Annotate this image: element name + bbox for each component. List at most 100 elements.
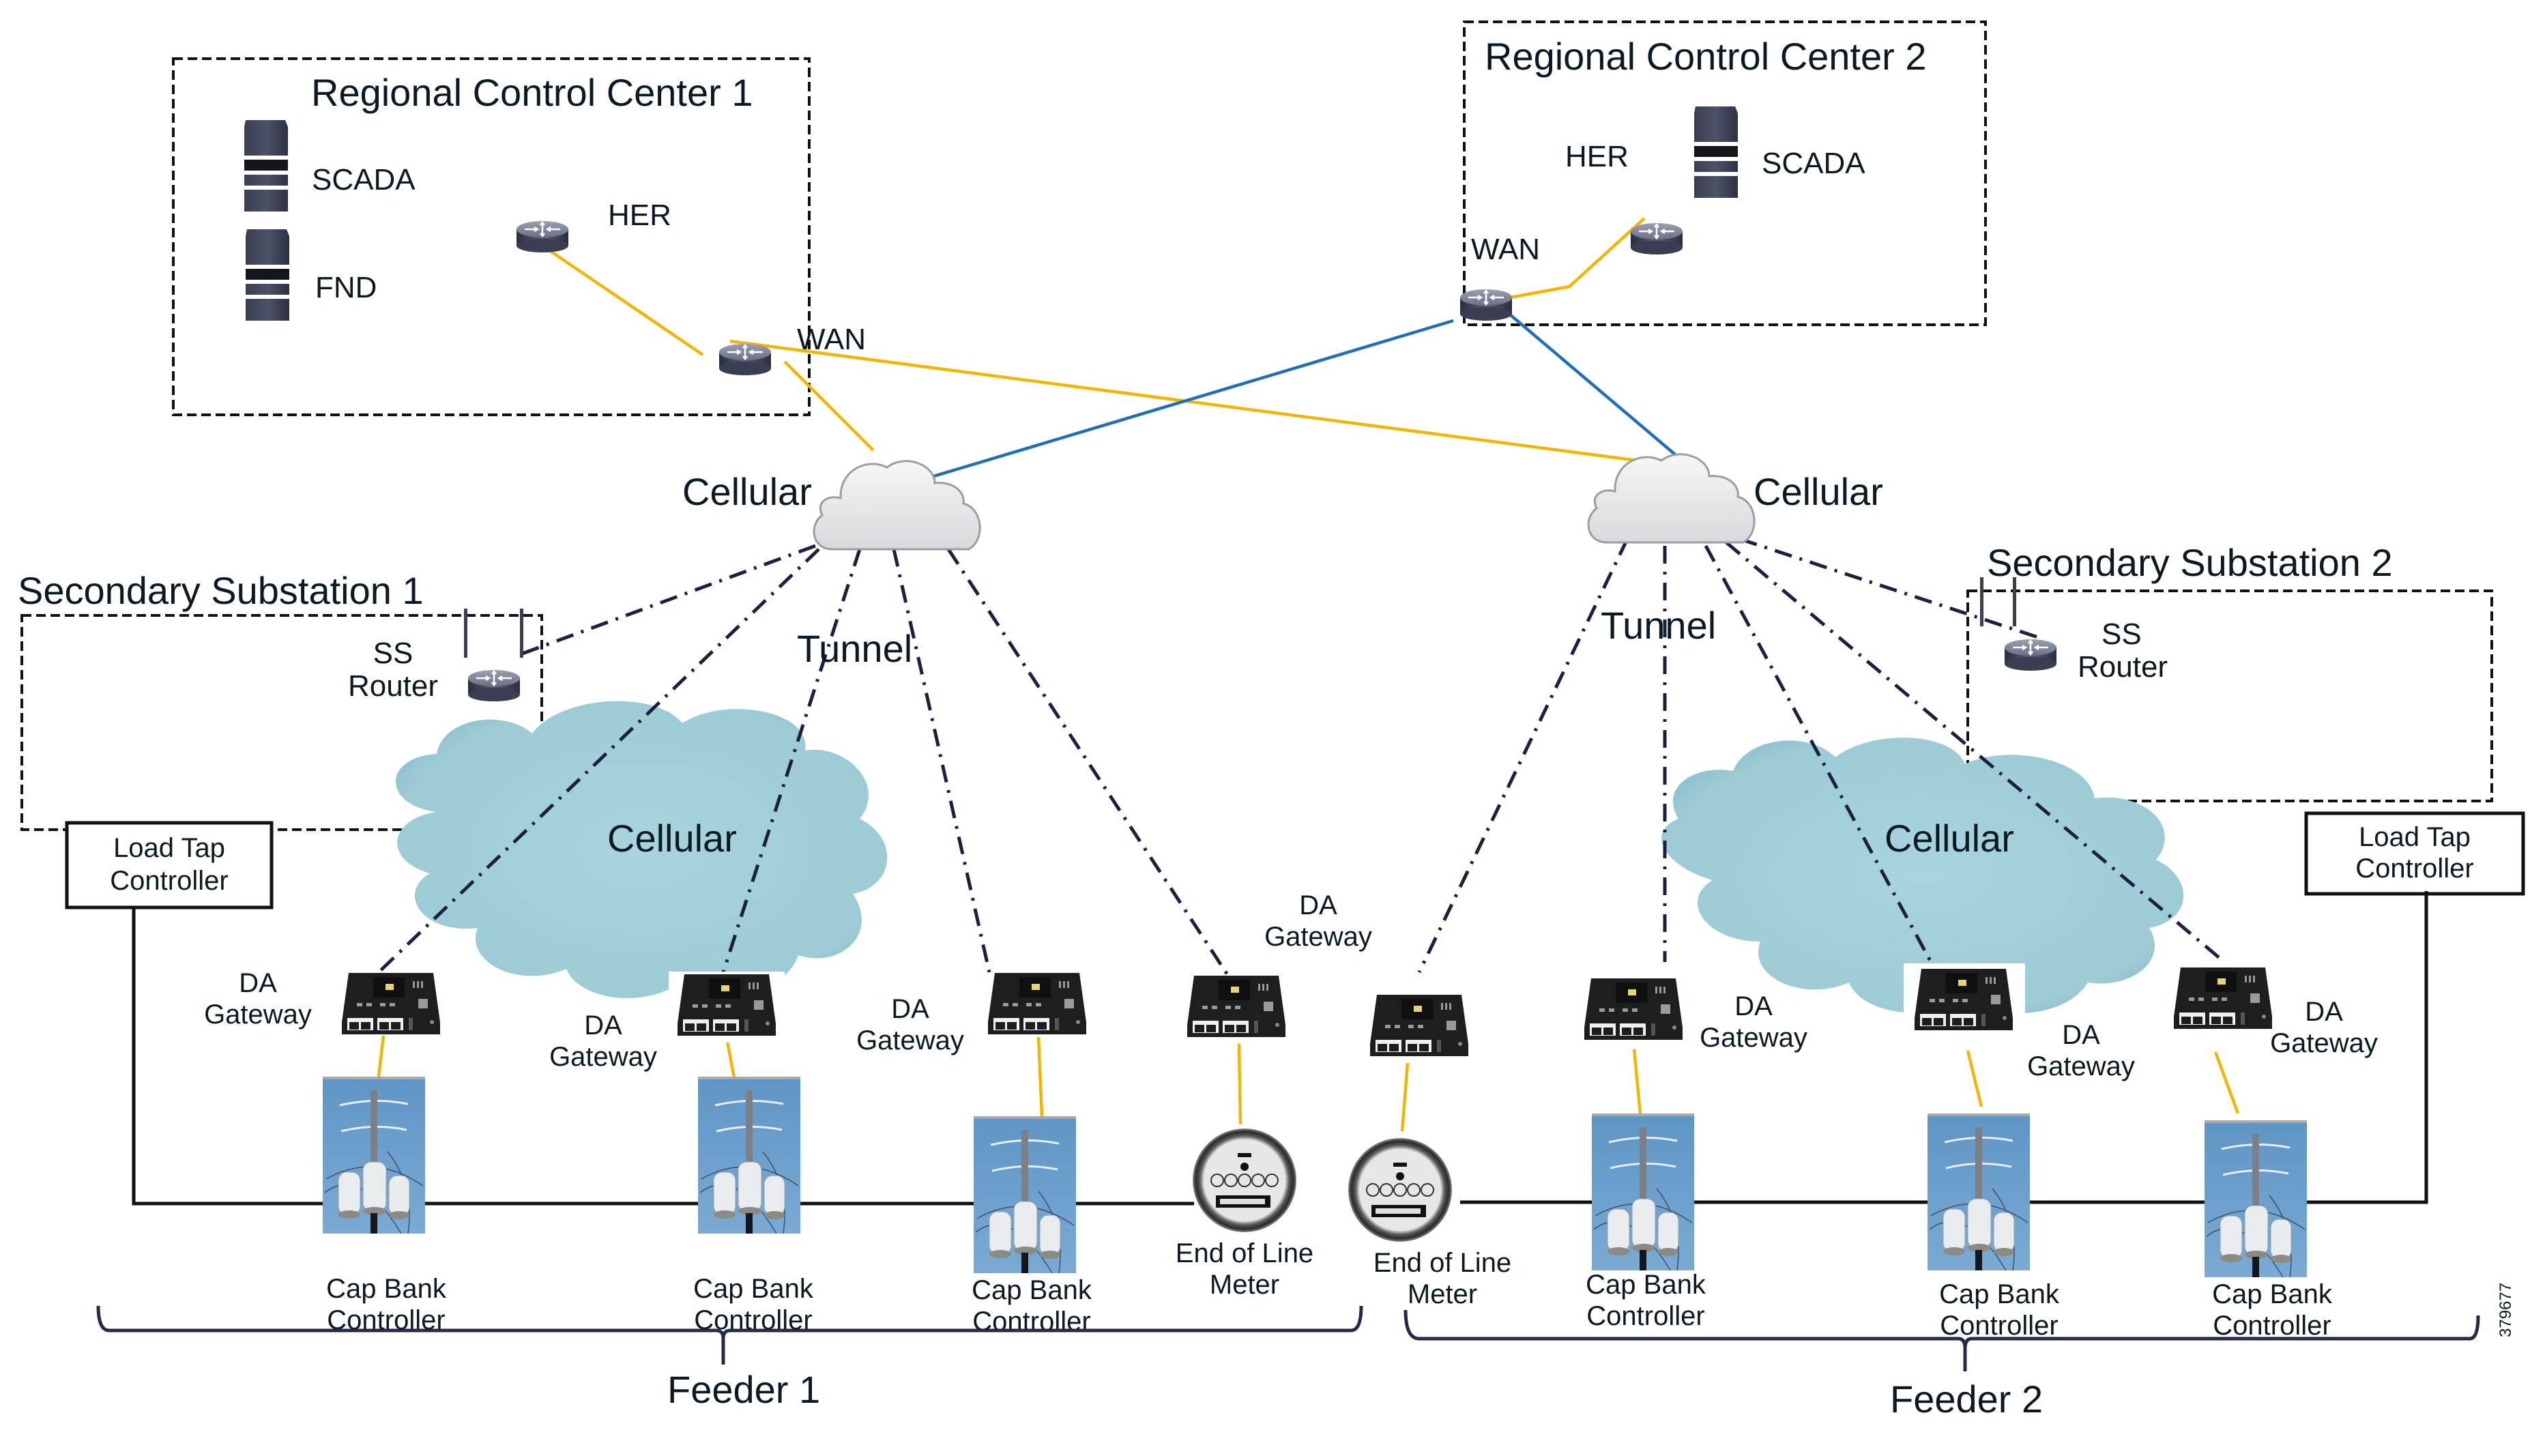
end-of-line-meter-icon-2[interactable]: [1348, 1137, 1453, 1242]
cellular-links: [917, 306, 1681, 483]
link-wan2-cloud-right: [1500, 306, 1681, 460]
public-cloud-left-label: Cellular: [682, 470, 812, 513]
ss1-boundary: [20, 614, 543, 831]
public-cloud-left: [813, 460, 981, 551]
public-cloud-right: [1587, 453, 1756, 544]
gateway-7-label-line2: Gateway: [2027, 1051, 2135, 1081]
da-gateway-icon-8[interactable]: [2174, 967, 2272, 1029]
ss2-router-icon[interactable]: [1980, 577, 2058, 672]
link-wan1-cloud-left: [783, 360, 875, 452]
da-gateway-icon-2[interactable]: [678, 974, 776, 1036]
field-cloud-left: [396, 701, 888, 998]
public-cloud-right-label: Cellular: [1754, 470, 1883, 513]
gateway-3-label-line2: Gateway: [856, 1025, 964, 1055]
gateway-labels: DA Gateway DA Gateway DA Gateway DA Gate…: [204, 890, 2378, 1081]
gateway-8-label-line1: DA: [2305, 997, 2343, 1027]
rcc1-wan-label: WAN: [797, 323, 866, 356]
ss1-router-label-line2: Router: [348, 669, 438, 703]
scada-server-icon-rcc1[interactable]: [244, 120, 288, 212]
tunnel-links: [377, 537, 2226, 977]
gateway-6-label-line1: DA: [1734, 991, 1773, 1021]
load-tap-right-line2: Controller: [2355, 854, 2473, 884]
end-of-line-meter-icon-1[interactable]: [1192, 1128, 1297, 1233]
load-tap-controller-right[interactable]: [2304, 811, 2525, 896]
gateway-8-label-line2: Gateway: [2270, 1028, 2378, 1058]
gateway-1-label-line2: Gateway: [204, 1000, 312, 1030]
cap-bank-controller-icon-2[interactable]: [697, 1075, 802, 1235]
gateway-1-label-line1: DA: [239, 968, 277, 998]
her-router-icon-rcc1[interactable]: [515, 220, 570, 254]
ss1-router-label-line1: SS: [373, 637, 413, 670]
rcc1-title: Regional Control Center 1: [311, 71, 753, 114]
da-gateway-icon-6[interactable]: [1584, 978, 1683, 1040]
figure-id: 379677: [2497, 1283, 2515, 1337]
cap-bank-controller-icon-3[interactable]: [972, 1115, 1077, 1275]
ss2-router-label-line2: Router: [2078, 650, 2168, 684]
ss1-title: Secondary Substation 1: [18, 569, 424, 612]
rcc2-scada-label: SCADA: [1762, 147, 1865, 180]
cap-bank-6-label-line2: Controller: [2213, 1311, 2331, 1341]
link-her1-wan1: [541, 244, 704, 356]
gateway-6-label-line2: Gateway: [1700, 1023, 1807, 1053]
da-gateway-icon-7[interactable]: [1915, 969, 2013, 1030]
feeder1-line: [132, 907, 1194, 1206]
load-tap-right-line1: Load Tap: [2359, 822, 2471, 852]
ss2-boundary: [1966, 589, 2493, 802]
cap-bank-controller-icon-4[interactable]: [1590, 1112, 1696, 1272]
fnd-server-icon[interactable]: [246, 229, 289, 321]
wan-router-icon-rcc1[interactable]: [718, 343, 772, 377]
gateway-7-label-line1: DA: [2062, 1020, 2100, 1050]
meter-1-label-line1: End of Line: [1176, 1238, 1313, 1268]
her-router-icon-rcc2[interactable]: [1629, 222, 1684, 256]
ss2-router-label-line1: SS: [2102, 617, 2142, 651]
gateway-4-label-line2: Gateway: [1264, 922, 1372, 952]
gateway-2-label-line2: Gateway: [549, 1042, 657, 1072]
feeder2-line: [1460, 891, 2428, 1204]
rcc1-scada-label: SCADA: [312, 163, 416, 196]
feeder2-label: Feeder 2: [1890, 1378, 2043, 1421]
cap-bank-controller-icon-1[interactable]: [321, 1075, 426, 1235]
da-gateway-icon-3[interactable]: [988, 973, 1086, 1034]
rcc1-her-label: HER: [608, 199, 671, 232]
feeder1-label: Feeder 1: [667, 1368, 820, 1411]
tunnel-left-label: Tunnel: [797, 627, 912, 670]
cap-bank-1-label-line1: Cap Bank: [326, 1274, 447, 1304]
load-tap-controller-left[interactable]: [65, 821, 274, 909]
ss1-router-icon[interactable]: [464, 609, 523, 703]
rcc2-title: Regional Control Center 2: [1485, 35, 1926, 78]
meter-1-label-line2: Meter: [1210, 1270, 1279, 1300]
rcc2-her-label: HER: [1565, 140, 1629, 173]
da-gateway-icon-1[interactable]: [342, 973, 440, 1034]
tunnel-right-label: Tunnel: [1601, 604, 1716, 647]
rcc1-fnd-label: FND: [315, 271, 377, 304]
gateway-4-label-line1: DA: [1299, 890, 1337, 920]
rcc2-boundary: [1463, 20, 1987, 326]
cap-bank-4-label-line1: Cap Bank: [1586, 1270, 1706, 1300]
field-cloud-right: [1661, 738, 2184, 1013]
cap-bank-6-label-line1: Cap Bank: [2212, 1279, 2333, 1309]
gateway-3-label-line1: DA: [891, 994, 929, 1024]
gateway-device-links: [377, 1034, 2240, 1132]
feeder-braces: [96, 1305, 2480, 1371]
da-gateway-icon-5[interactable]: [1370, 995, 1468, 1056]
link-wan2-cloud-left: [917, 319, 1454, 483]
feeder-lines: [132, 891, 2428, 1206]
cap-bank-2-label-line1: Cap Bank: [693, 1274, 814, 1304]
cap-bank-controller-icon-6[interactable]: [2203, 1119, 2308, 1279]
wan-router-icon-rcc2[interactable]: [1459, 288, 1513, 322]
cap-bank-5-label-line1: Cap Bank: [1939, 1279, 2060, 1309]
load-tap-left-line2: Controller: [110, 866, 228, 896]
rcc1-boundary: [172, 57, 811, 416]
cap-bank-controller-icon-5[interactable]: [1926, 1112, 2031, 1272]
scada-server-icon-rcc2[interactable]: [1694, 106, 1738, 198]
rcc2-wan-label: WAN: [1471, 233, 1540, 266]
ss2-title: Secondary Substation 2: [1987, 541, 2393, 584]
load-tap-left-line1: Load Tap: [113, 833, 225, 863]
field-cloud-left-label: Cellular: [607, 817, 737, 860]
field-cloud-right-label: Cellular: [1885, 817, 2014, 860]
meter-2-label-line1: End of Line: [1373, 1248, 1511, 1278]
cap-bank-5-label-line2: Controller: [1940, 1311, 2058, 1341]
da-gateway-icon-4[interactable]: [1187, 976, 1285, 1037]
meter-2-label-line2: Meter: [1408, 1279, 1477, 1309]
